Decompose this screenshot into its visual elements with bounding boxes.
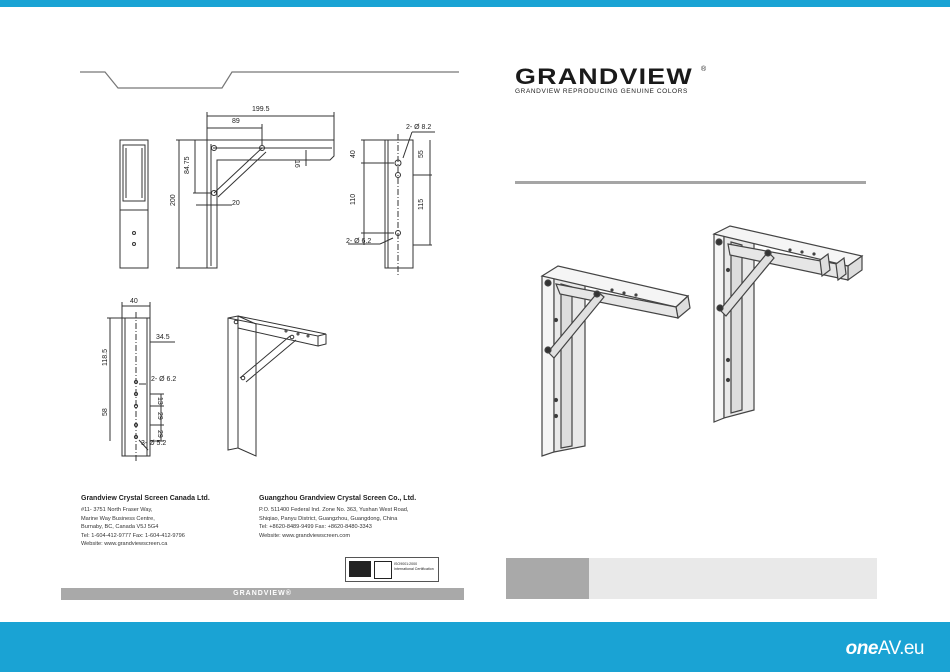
channel-view-drawing xyxy=(107,302,175,462)
contact-canada-title: Grandview Crystal Screen Canada Ltd. xyxy=(81,495,210,502)
dimension-label: 2- Ø 6.2 xyxy=(151,376,177,383)
contact-canada: Grandview Crystal Screen Canada Ltd. #11… xyxy=(81,495,210,548)
contact-line: Website: www.grandviewscreen.ca xyxy=(81,541,168,548)
dimension-label: 40 xyxy=(130,298,138,305)
registered-mark: ® xyxy=(701,66,707,73)
bracket-illustration-left xyxy=(540,265,691,457)
dimension-label: 115 xyxy=(418,198,425,210)
dimension-label: 2- Ø 6.2 xyxy=(346,238,372,245)
contact-line: Shiqiao, Panyu District, Guangzhou, Guan… xyxy=(259,515,398,522)
dimension-label: 55 xyxy=(418,150,425,158)
dimension-label: 2- Ø 8.2 xyxy=(406,124,432,131)
dimension-label: 3- Ø 5.2 xyxy=(141,440,167,447)
dimension-label: 58 xyxy=(102,408,109,416)
cert-line: International Certification xyxy=(394,567,434,571)
contact-line: Marine Way Business Centre, xyxy=(81,515,155,522)
front-view-drawing xyxy=(119,139,149,269)
dimension-label: 200 xyxy=(170,194,177,206)
footer-brand: GRANDVIEW® xyxy=(233,590,292,597)
watermark-prefix: one xyxy=(845,638,879,659)
watermark-suffix: AV.eu xyxy=(877,638,925,659)
certification-seal xyxy=(374,561,392,579)
oneav-watermark: oneAV.eu xyxy=(845,638,925,660)
certification-text: ISO9001:2000 International Certification xyxy=(394,562,434,572)
top-accent-bar xyxy=(0,0,950,7)
cert-line: ISO9001:2000 xyxy=(394,562,418,566)
dimension-label: 40 xyxy=(350,150,357,158)
small-iso-bracket-drawing xyxy=(227,315,327,457)
brand-tagline: GRANDVIEW REPRODUCING GENUINE COLORS xyxy=(515,88,688,95)
side-view-drawing xyxy=(176,112,335,269)
bottom-info-box-tab xyxy=(506,558,589,599)
contact-china-title: Guangzhou Grandview Crystal Screen Co., … xyxy=(259,495,417,502)
dimension-label: 110 xyxy=(350,193,357,205)
dimension-label: 16 xyxy=(293,160,300,168)
brand-name: GRANDVIEW xyxy=(515,64,693,89)
contact-china: Guangzhou Grandview Crystal Screen Co., … xyxy=(259,495,416,540)
certification-logo xyxy=(349,561,371,577)
dimension-label: 29 xyxy=(156,412,163,420)
contact-line: Tel: +8620-8489-9499 Fax: +8620-8480-334… xyxy=(259,524,372,531)
dimension-label: 118.5 xyxy=(102,349,109,366)
dimension-label: 199.5 xyxy=(252,106,270,113)
brand-logo: GRANDVIEW ® xyxy=(515,64,706,90)
dimension-label: 29 xyxy=(156,430,163,438)
end-view-drawing xyxy=(348,131,435,276)
dimension-label: 89 xyxy=(232,118,240,125)
dimension-label: 84.75 xyxy=(184,156,191,174)
bottom-accent-bar xyxy=(0,622,950,672)
contact-line: #11- 3751 North Fraser Way, xyxy=(81,507,153,514)
contact-line: Burnaby, BC, Canada V5J 5G4 xyxy=(81,524,159,531)
left-footer-strip: GRANDVIEW® xyxy=(61,588,464,600)
section-divider xyxy=(515,181,866,184)
contact-line: Tel: 1-604-412-9777 Fax: 1-604-412-9796 xyxy=(81,532,185,539)
contact-line: P.O. 511400 Federal Ind. Zone No. 363, Y… xyxy=(259,507,409,514)
contact-line: Website: www.grandviewscreen.com xyxy=(259,532,350,539)
dimension-label: 34.5 xyxy=(156,334,170,341)
left-header-line xyxy=(80,71,459,89)
dimension-label: 13 xyxy=(156,397,163,405)
dimension-label: 20 xyxy=(232,200,240,207)
technical-drawings xyxy=(80,71,864,462)
certification-badge: ISO9001:2000 International Certification xyxy=(345,557,439,582)
bottom-info-box xyxy=(506,558,877,599)
bracket-illustration-right xyxy=(712,225,864,423)
